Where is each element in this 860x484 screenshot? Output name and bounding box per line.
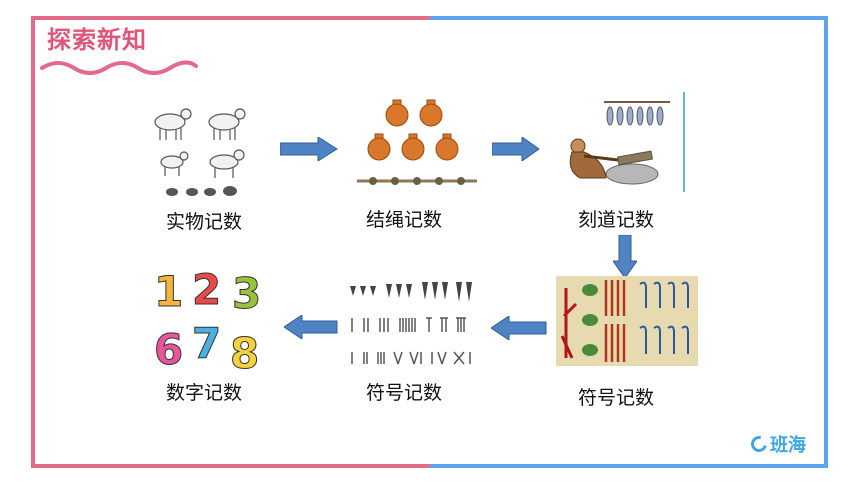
brand-ring-icon [748, 433, 770, 455]
step-label-real-objects: 实物记数 [166, 211, 243, 233]
step-label-digits: 数字记数 [166, 382, 243, 404]
arrow-down-icon [613, 235, 637, 279]
knotted-rope-icon [357, 177, 477, 185]
title-underline-wave [40, 60, 198, 75]
step-label-symbols-tally: 符号记数 [366, 382, 443, 404]
digits-icon: 1 2 3 6 7 8 [154, 266, 262, 374]
digit-7: 7 [192, 319, 221, 368]
step-label-symbols-ancient: 符号记数 [578, 387, 655, 409]
step-label-knot-tying: 结绳记数 [366, 209, 443, 231]
brand-logo: 班海 [748, 431, 806, 457]
tally-marks-icon [350, 282, 472, 365]
arrow-left-icon [284, 315, 338, 339]
digit-8: 8 [230, 329, 259, 374]
digit-2: 2 [192, 266, 221, 314]
arrow-right-icon [280, 137, 338, 161]
arrow-left-icon [491, 316, 547, 340]
carving-man-icon [569, 92, 685, 192]
goat-icon [154, 108, 246, 196]
section-title: 探索新知 [47, 26, 147, 54]
digit-1: 1 [154, 267, 183, 316]
arrow-right-icon [492, 137, 540, 161]
clay-pot-icon [367, 99, 459, 161]
hieroglyph-icon [556, 276, 698, 366]
digit-6: 6 [154, 325, 183, 374]
digit-3: 3 [232, 269, 261, 318]
step-label-carving: 刻道记数 [578, 209, 655, 231]
brand-name: 班海 [770, 435, 806, 456]
